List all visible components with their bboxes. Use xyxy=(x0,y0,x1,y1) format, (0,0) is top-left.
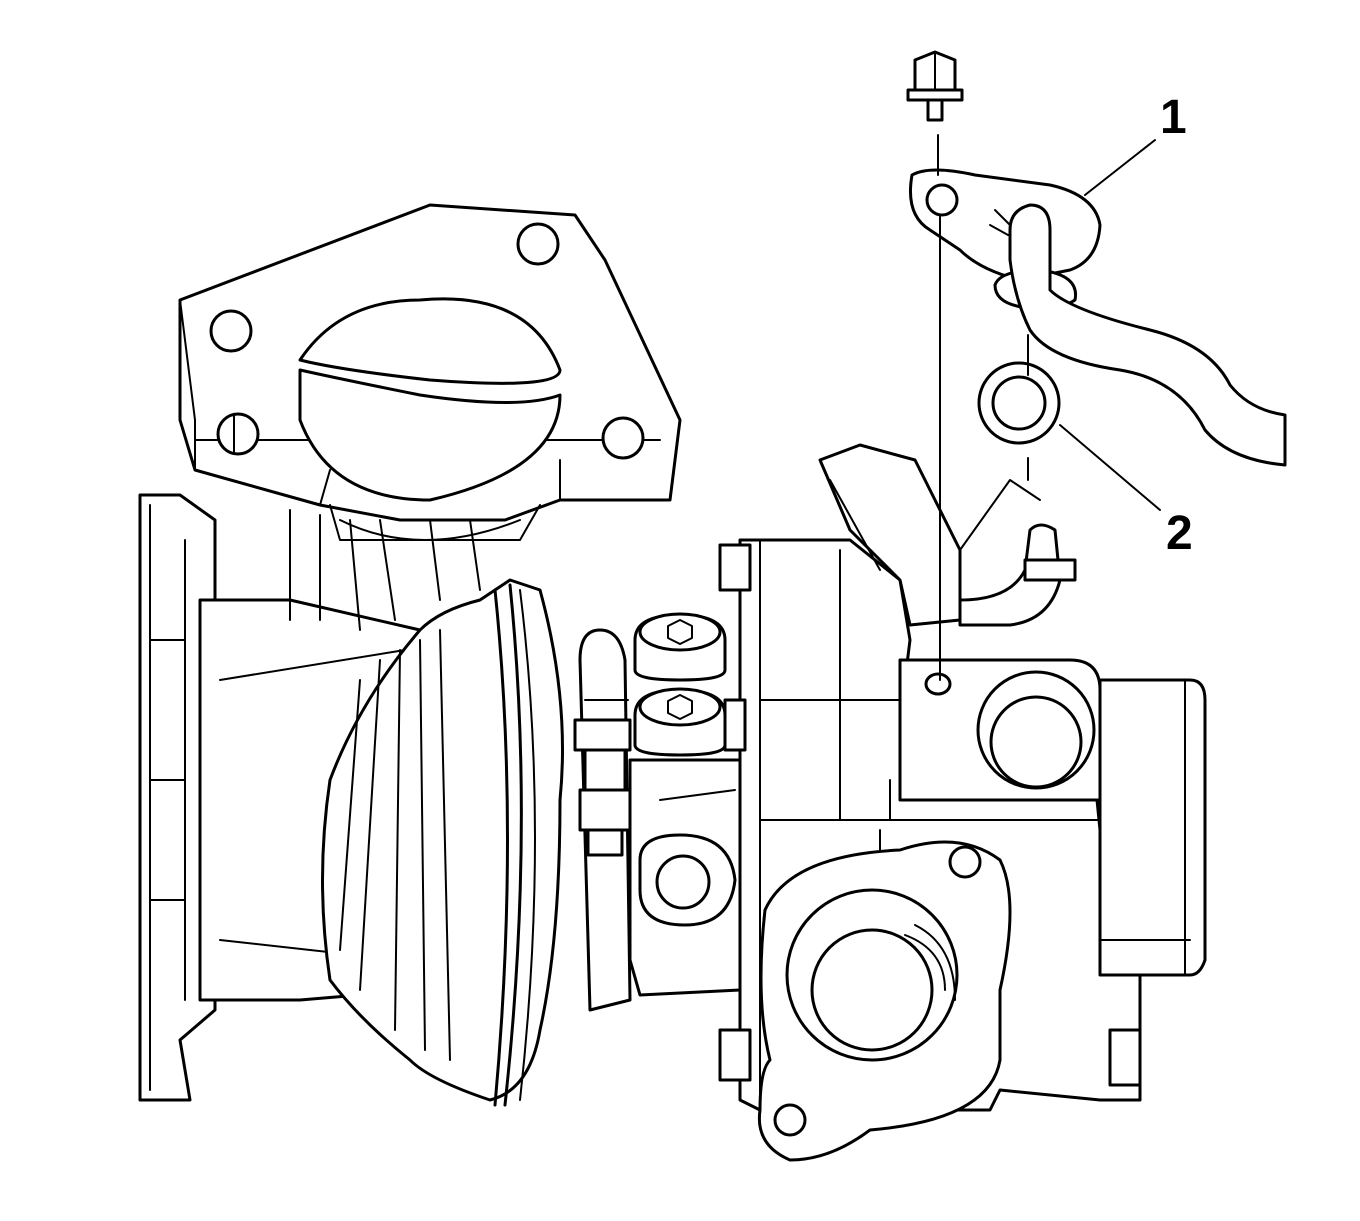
turbine-bell-shroud xyxy=(321,578,564,1107)
callout-label-1: 1 xyxy=(1160,91,1187,144)
center-housing-lower xyxy=(628,758,742,997)
exhaust-inlet-flange xyxy=(178,203,682,541)
return-hose xyxy=(958,523,1077,627)
gasket-washer xyxy=(977,361,1061,445)
leader-line-1 xyxy=(1084,139,1156,196)
oil-feed-pipe xyxy=(908,168,1287,467)
leader-line-2 xyxy=(1059,424,1161,511)
compressor-inlet-cover xyxy=(757,840,1012,1162)
compressor-outlet-tube xyxy=(1098,678,1207,977)
assembly-centerlines xyxy=(937,134,1029,681)
mounting-bolt xyxy=(906,50,964,122)
hex-plug-lower xyxy=(633,687,727,757)
outlet-flange-plate xyxy=(138,493,217,1102)
callout-label-2: 2 xyxy=(1166,507,1193,560)
oil-inlet-boss xyxy=(889,658,1102,821)
center-housing-fittings xyxy=(573,628,632,1012)
hex-plug-upper xyxy=(633,612,727,682)
